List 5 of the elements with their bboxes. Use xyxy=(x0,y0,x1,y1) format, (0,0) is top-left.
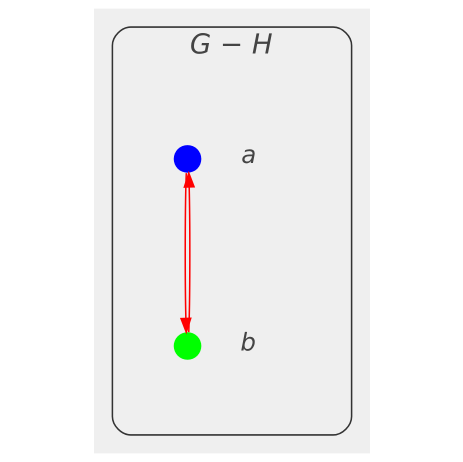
node-circle xyxy=(173,332,201,360)
node-label: a xyxy=(240,140,256,170)
node-label: b xyxy=(240,327,256,356)
arrow xyxy=(182,170,195,332)
node-circle xyxy=(173,145,201,173)
